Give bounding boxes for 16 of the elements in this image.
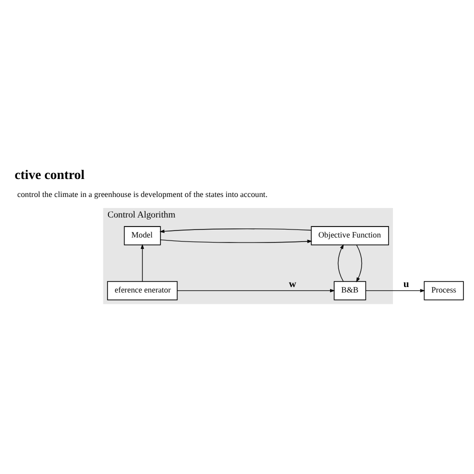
arrow <box>365 288 426 292</box>
node-box: B&B <box>334 280 366 300</box>
arrow <box>356 244 362 282</box>
arrow <box>160 238 312 243</box>
label: control the climate in a greenhouse is development of the states into account. <box>17 189 268 198</box>
arrow <box>338 244 344 282</box>
arrow <box>177 288 335 292</box>
edge-label: w <box>288 278 296 290</box>
node-box: Model <box>124 226 161 245</box>
node-box: Objective Function <box>310 226 389 245</box>
edge-label: u <box>403 278 410 290</box>
diagram-title: ctive control <box>14 166 85 182</box>
arrow <box>160 228 312 233</box>
arrow <box>140 244 144 282</box>
node-box: eference enerator <box>107 280 178 300</box>
node-box: Process <box>424 280 464 300</box>
